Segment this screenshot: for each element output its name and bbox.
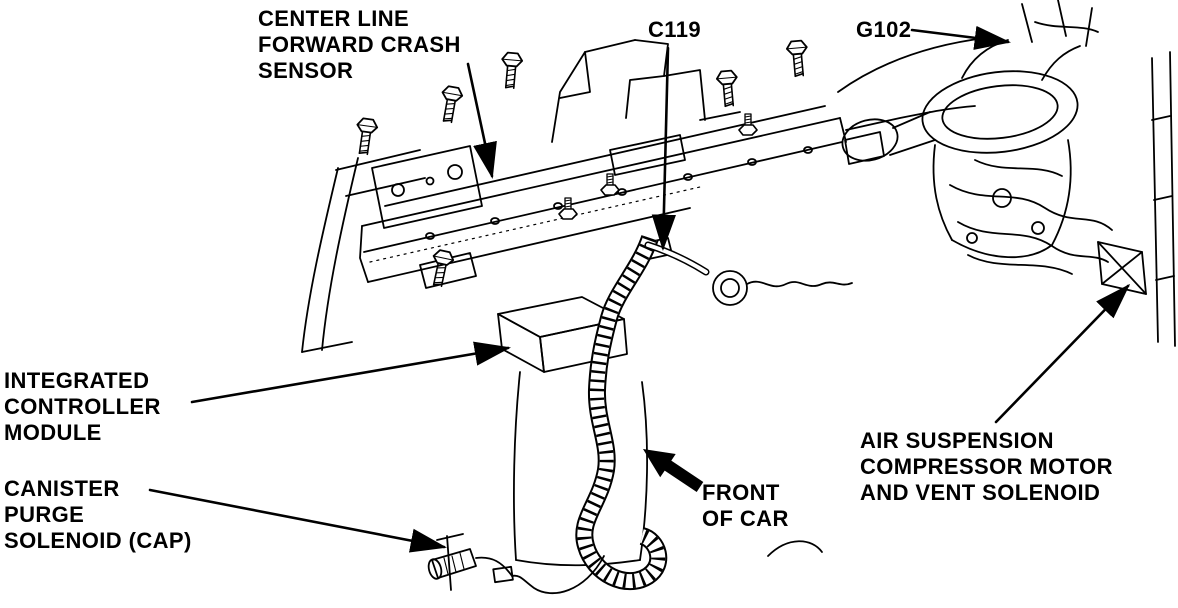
leader-arrow-canister-purge: [148, 488, 447, 553]
label-front-of-car: FRONT OF CAR: [702, 480, 789, 531]
crossmember: [359, 105, 847, 289]
front-of-car-arrow: [643, 449, 704, 492]
bolt-icon: [715, 69, 741, 108]
label-g102: G102: [856, 17, 912, 42]
bolt-icon: [352, 116, 380, 157]
label-c119: C119: [648, 17, 701, 42]
label-canister-purge: CANISTER PURGE SOLENOID (CAP): [4, 476, 192, 553]
compressor-assembly: [841, 0, 1176, 347]
label-air-suspension: AIR SUSPENSION COMPRESSOR MOTOR AND VENT…: [860, 428, 1113, 505]
leader-arrow-air-suspension: [994, 283, 1131, 424]
stud-nut-icon: [600, 173, 620, 196]
bolt-icon: [498, 51, 524, 90]
leader-arrow-c119: [651, 46, 676, 252]
controller-module-drawing: [497, 296, 628, 373]
label-integrated-controller: INTEGRATED CONTROLLER MODULE: [4, 368, 161, 445]
bolt-icon: [436, 84, 465, 125]
wiring-harness: [492, 234, 853, 595]
leader-arrows: [148, 25, 1131, 553]
leader-arrow-crash-sensor: [466, 62, 497, 179]
upper-bracket-lines: [551, 37, 986, 176]
bolt-icon: [785, 39, 811, 78]
left-frame-lines: [301, 149, 426, 353]
label-crash-sensor: CENTER LINE FORWARD CRASH SENSOR: [258, 6, 461, 83]
leader-arrow-g102: [910, 25, 1012, 50]
leader-arrow-integrated-controller: [190, 341, 511, 404]
crash-sensor-plate: [371, 145, 483, 229]
